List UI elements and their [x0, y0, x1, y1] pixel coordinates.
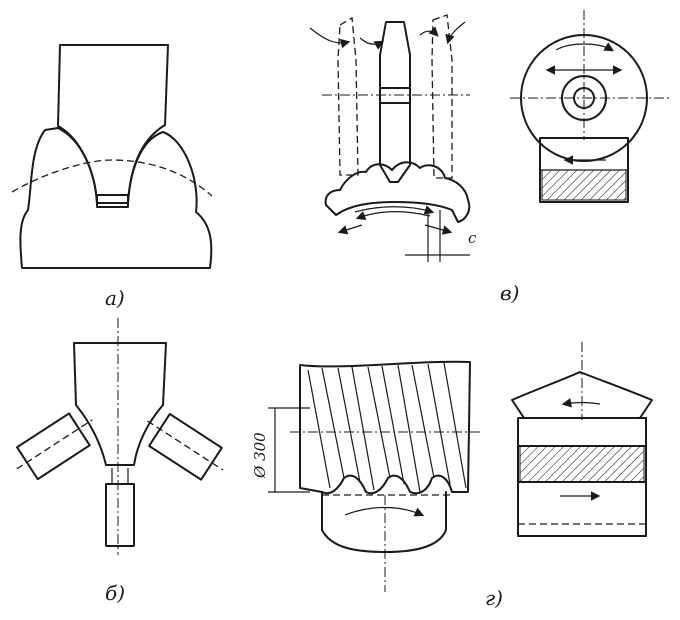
panel-v: c в): [309, 14, 519, 305]
workpiece-hatched-v: [541, 169, 627, 201]
shaving-cutter-disk: [520, 34, 648, 162]
left-grinding-wheel: [16, 412, 93, 481]
label-v: в): [500, 281, 519, 305]
panel-g: Ø 300 г): [251, 360, 503, 610]
honing-wheel: [299, 360, 471, 495]
workpiece-hatched-g: [519, 445, 645, 483]
bottom-grinding-wheel: [105, 483, 135, 547]
shaving-tool-left: [337, 16, 359, 176]
panel-b: б): [16, 318, 224, 605]
dim-c: c: [468, 229, 477, 247]
gear-g: [321, 491, 447, 553]
panel-a: a): [11, 44, 213, 310]
gear-v: [324, 161, 471, 223]
dim-diameter: Ø 300: [251, 432, 269, 479]
helical-teeth: [307, 362, 467, 493]
label-a: a): [105, 286, 125, 310]
label-b: б): [105, 581, 125, 605]
shaving-tool-center: [379, 21, 411, 183]
label-g: г): [485, 586, 503, 610]
gear-tooth-form-tool: [57, 44, 169, 204]
right-grinding-wheel: [147, 413, 224, 481]
panel-g-side: [511, 342, 653, 537]
workpiece-g: [517, 417, 647, 537]
tool-tip: [96, 194, 129, 208]
panel-v-side: [510, 10, 672, 203]
shaving-tool-right: [431, 14, 453, 179]
honing-wheel-side: [511, 371, 653, 419]
gear-tooth-b: [73, 342, 167, 466]
gear-blank-a: [19, 127, 213, 269]
pitch-circle-a: [11, 159, 213, 197]
